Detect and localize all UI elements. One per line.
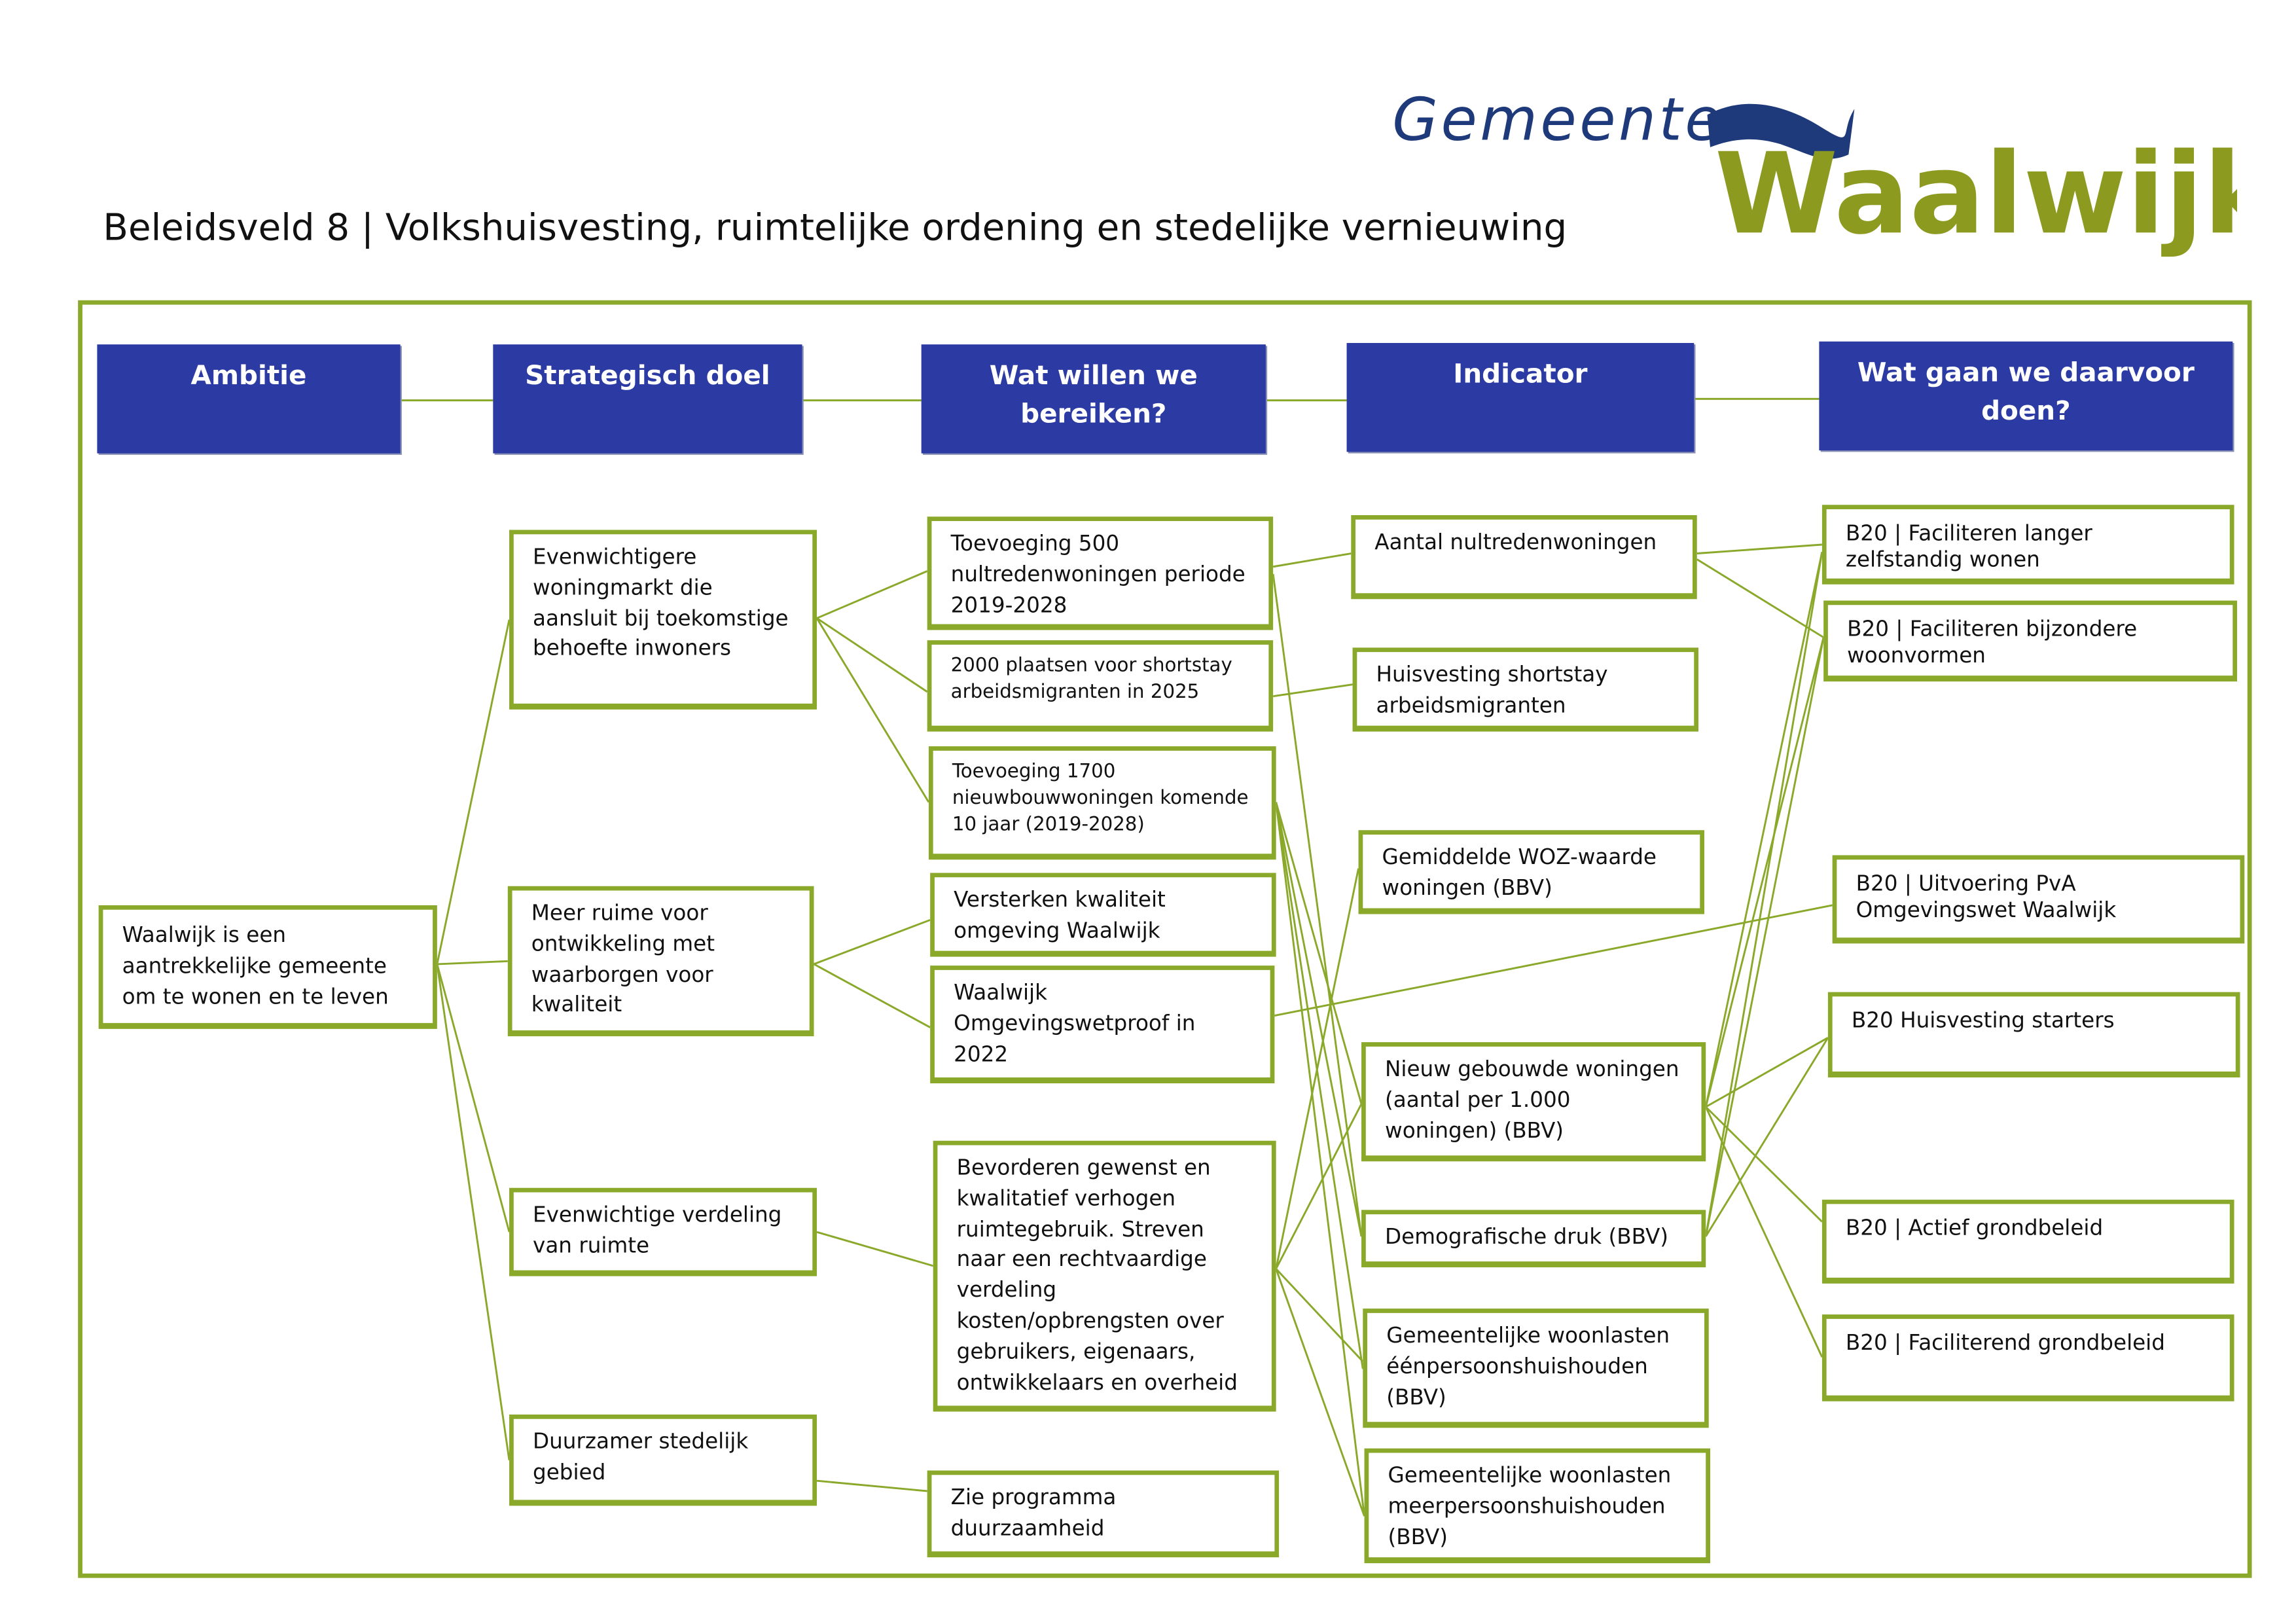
connector-line [1275,802,1364,1369]
bereiken-box: Versterken kwaliteit omgeving Waalwijk [930,873,1276,957]
connector-line [1275,802,1363,1237]
wave-icon [1707,103,1855,159]
connector-line [1275,1268,1364,1363]
bereiken-box: Zie programma duurzaamheid [927,1470,1280,1558]
connector-line [816,617,930,803]
connector-line [1272,573,1363,1237]
bereiken-box: Waalwijk Omgevingswetproof in 2022 [930,965,1275,1084]
connector-line [816,570,928,619]
actie-box: B20 | Faciliteren bijzondere woonvormen [1823,600,2238,682]
page-title: Beleidsveld 8 | Volkshuisvesting, ruimte… [103,206,1568,249]
connector-line [1272,552,1352,568]
connector-line [1704,1037,1829,1237]
connector-line [436,619,511,965]
connector-line [1274,904,1833,1017]
gemeente-waalwijk-logo: Gemeente Waalwijk [1392,86,2237,260]
connector-line [1704,551,1823,1108]
header-strategisch-doel: Strategisch doel [493,344,802,454]
doel-box: Evenwichtigere woningmarkt die aansluit … [509,530,817,710]
actie-box: B20 | Actief grondbeleid [1821,1199,2234,1284]
indicator-box: Gemeentelijke woonlasten meerpersoonshui… [1364,1448,1710,1564]
doel-box: Meer ruime voor ontwikkeling met waarbor… [507,886,814,1037]
connector-line [1704,637,1825,1237]
connector-line [1696,543,1822,554]
connector-line [1275,802,1365,1517]
indicator-box: Demografische druk (BBV) [1361,1210,1706,1268]
connector-line [1275,1268,1365,1517]
connector-line [1705,1106,1823,1223]
connector-line [814,919,931,965]
connector-line [816,1231,934,1267]
header-ambitie: Ambitie [97,344,401,454]
bereiken-box: Toevoeging 1700 nieuwbouwwoningen komend… [928,746,1276,860]
header-indicator: Indicator [1346,342,1695,452]
doel-box: Evenwichtige verdeling van ruimte [509,1187,817,1276]
connector-line [1704,552,1823,1237]
bereiken-box: Toevoeging 500 nultredenwoningen periode… [927,516,1274,630]
connector-line [1275,802,1363,1104]
actie-box: B20 Huisvesting starters [1827,992,2240,1078]
bereiken-box: Bevorderen gewenst en kwalitatief verhog… [933,1140,1276,1412]
header-wat-gaan-we-doen: Wat gaan we daarvoor doen? [1819,341,2233,451]
connector-line [1272,683,1353,698]
connector-line [816,617,928,693]
connector-line [1704,637,1825,1108]
connector-line [813,963,931,1028]
indicator-box: Gemeentelijke woonlasten éénpersoonshuis… [1363,1308,1709,1428]
actie-box: B20 | Faciliteren langer zelfstandig won… [1821,505,2234,585]
ambitie-box: Waalwijk is een aantrekkelijke gemeente … [98,905,437,1029]
connector-line [1705,1037,1829,1108]
actie-box: B20 | Uitvoering PvA Omgevingswet Waalwi… [1832,855,2245,944]
connector-line [436,964,511,1460]
indicator-box: Huisvesting shortstay arbeidsmigranten [1352,647,1698,732]
connector-line [1704,1106,1823,1358]
indicator-box: Gemiddelde WOZ-waarde woningen (BBV) [1358,830,1704,914]
connector-line [1696,558,1824,638]
indicator-box: Nieuw gebouwde woningen (aantal per 1.00… [1361,1042,1706,1162]
actie-box: B20 | Faciliterend grondbeleid [1821,1314,2234,1401]
doel-box: Duurzamer stedelijk gebied [509,1415,817,1506]
connector-line [436,964,511,1233]
bereiken-box: 2000 plaatsen voor shortstay arbeidsmigr… [927,640,1274,732]
connector-line [816,1479,927,1492]
svg-text:Gemeente: Gemeente [1392,86,1724,154]
indicator-box: Aantal nultredenwoningen [1351,515,1697,600]
svg-text:Waalwijk: Waalwijk [1715,129,2237,259]
connector-line [1275,1103,1363,1270]
connector-line [437,960,508,965]
header-wat-willen-we-bereiken: Wat willen we bereiken? [921,344,1266,454]
diagram-frame [78,300,2252,1578]
